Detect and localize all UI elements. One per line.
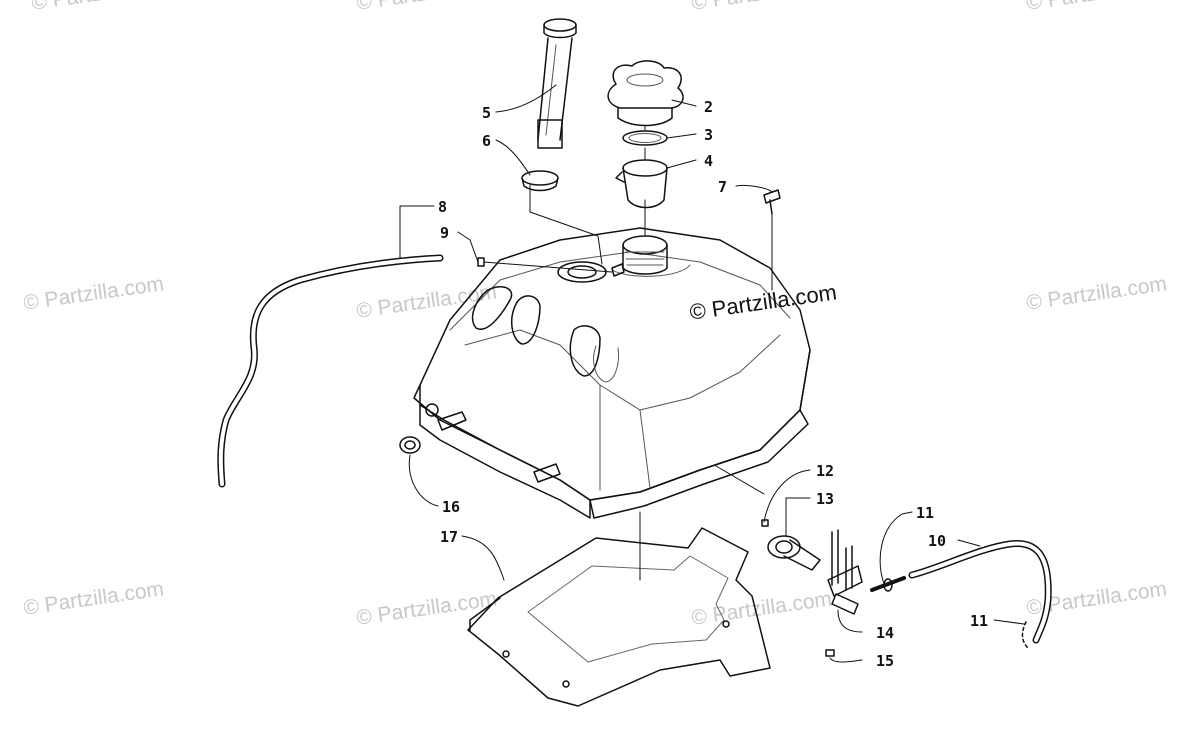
fuel-valve: [761, 519, 863, 657]
grommet: [521, 170, 559, 192]
callout-labels: 2 3 4 5 6 7 8 9 12 13 11 10 16 17 11 14 …: [438, 98, 988, 670]
callout-5: 5: [482, 104, 491, 122]
callout-13: 13: [816, 490, 834, 508]
callout-12: 12: [816, 462, 834, 480]
fuel-tank: [413, 227, 811, 519]
callout-10: 10: [928, 532, 946, 550]
fuel-cap: [607, 60, 684, 127]
hose-clamp: [477, 257, 485, 267]
callout-16: 16: [442, 498, 460, 516]
callout-11-upper: 11: [916, 504, 934, 522]
screw: [763, 189, 781, 215]
callout-14: 14: [876, 624, 894, 642]
callout-7: 7: [718, 178, 727, 196]
callout-4: 4: [704, 152, 713, 170]
callout-9: 9: [440, 224, 449, 242]
leader-lines: [399, 84, 1025, 663]
fuel-gauge-sender: [537, 18, 577, 149]
fuel-hose-clamp: [883, 578, 893, 592]
callout-17: 17: [440, 528, 458, 546]
callout-2: 2: [704, 98, 713, 116]
callout-3: 3: [704, 126, 713, 144]
filler-strainer: [615, 159, 668, 209]
callout-8: 8: [438, 198, 447, 216]
tank-grommet: [399, 436, 421, 454]
callout-11-lower: 11: [970, 612, 988, 630]
skid-plate: [467, 527, 771, 707]
callout-6: 6: [482, 132, 491, 150]
callout-15: 15: [876, 652, 894, 670]
